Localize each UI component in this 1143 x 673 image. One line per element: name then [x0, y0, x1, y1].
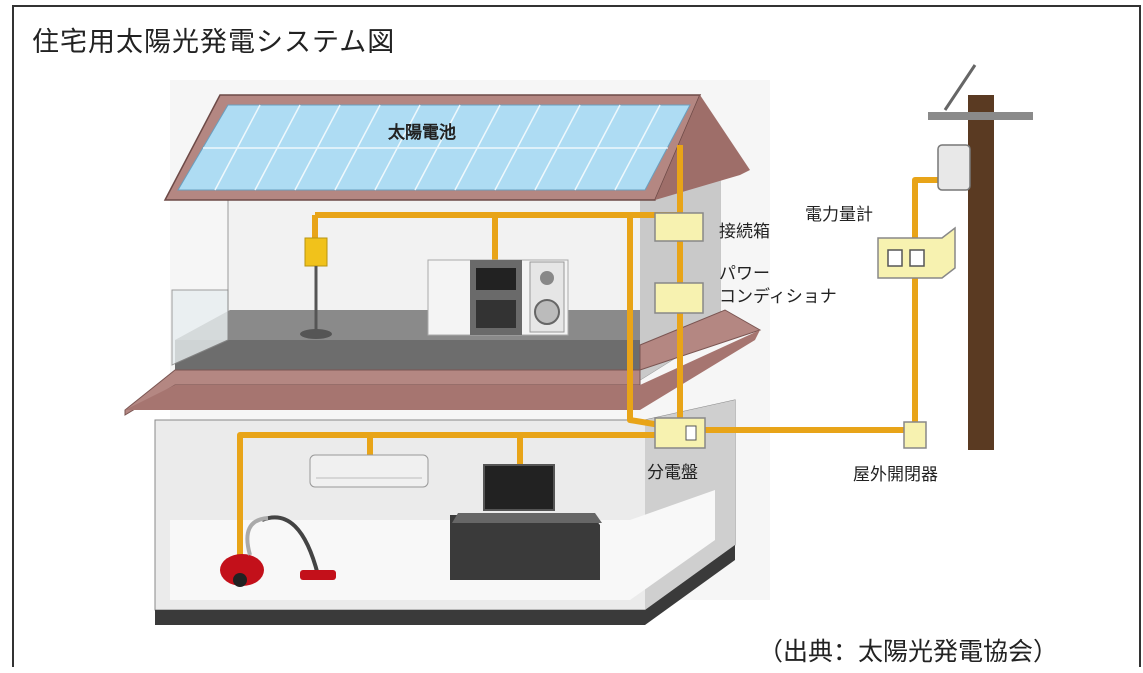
distribution-board-label: 分電盤	[647, 463, 698, 483]
junction-box-label: 接続箱	[719, 222, 770, 242]
power-conditioner	[654, 282, 704, 314]
diagram-frame	[12, 5, 1141, 667]
outdoor-switch-label: 屋外開閉器	[853, 465, 938, 485]
wiring	[237, 145, 945, 560]
power-meter-box	[877, 226, 956, 279]
audio-system	[427, 259, 569, 336]
utility-pole	[928, 64, 1033, 450]
source-credit: （出典：太陽光発電協会）	[758, 637, 1059, 666]
power-conditioner-label-line1: パワー	[719, 264, 770, 284]
solar-panel-label: 太陽電池	[388, 123, 456, 143]
eave-roof-front	[125, 330, 760, 410]
vacuum-cleaner	[220, 515, 336, 587]
diagram-title: 住宅用太陽光発電システム図	[32, 27, 396, 58]
floor-lamp	[300, 237, 332, 339]
computer	[450, 464, 602, 580]
power-meter-label: 電力量計	[805, 205, 873, 225]
distribution-board	[654, 417, 706, 449]
junction-box	[654, 212, 704, 242]
air-conditioner	[309, 454, 429, 488]
solar-panel-grid	[203, 104, 668, 191]
outdoor-switch	[903, 421, 927, 449]
power-conditioner-label-line2: コンディショナ	[719, 287, 837, 307]
